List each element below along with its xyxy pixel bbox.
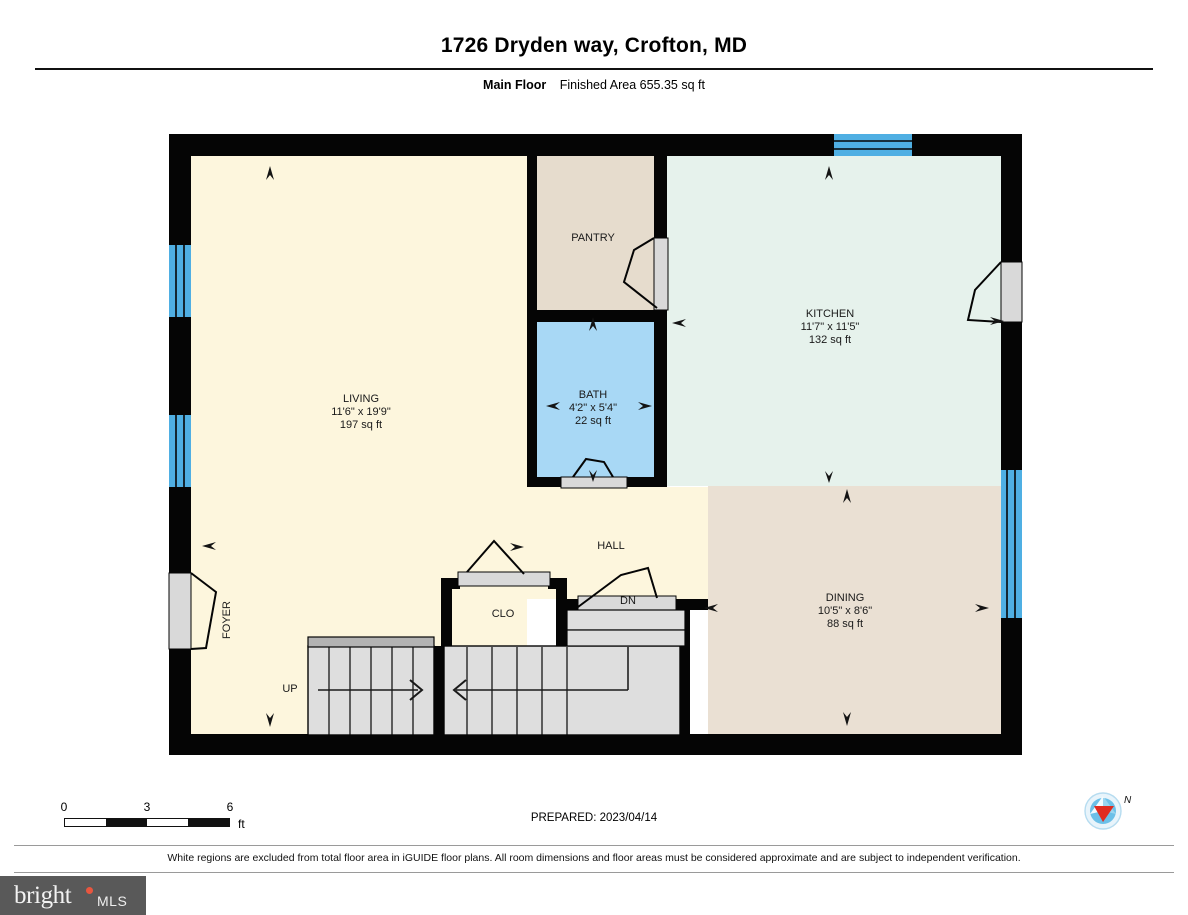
disclaimer-text: White regions are excluded from total fl… [167, 852, 1021, 864]
title-divider [35, 68, 1153, 70]
page-title: 1726 Dryden way, Crofton, MD [440, 34, 748, 57]
scale-unit-label: ft [238, 817, 245, 831]
door-closet [457, 539, 551, 587]
room-dimensions-kitchen: 11'7" x 11'5" [801, 321, 860, 333]
room-dimensions-living: 11'6" x 19'9" [331, 406, 391, 418]
viewpoint-dining-bottom [843, 712, 851, 726]
wall-stair-right [680, 599, 690, 735]
scale-seg-4 [188, 819, 229, 826]
prepared-date: PREPARED: 2023/04/14 [530, 812, 658, 824]
space-label-hall: HALL [597, 540, 625, 552]
stairs [307, 609, 686, 736]
room-area-dining: 88 sq ft [827, 618, 863, 630]
space-label-pantry: PANTRY [571, 232, 615, 244]
room-name-kitchen: KITCHEN [806, 308, 854, 320]
viewpoint-living-left [202, 542, 216, 550]
room-dimensions-dining: 10'5" x 8'6" [818, 605, 872, 617]
wall-right [1001, 134, 1022, 755]
footer-divider-top [14, 845, 1174, 846]
wall-top [169, 134, 1022, 156]
stairs-down [443, 609, 686, 736]
scale-bar: 0 3 6 ft [60, 800, 260, 840]
brand-suffix: MLS [97, 893, 128, 909]
windows [169, 134, 1022, 618]
room-name-living: LIVING [343, 393, 379, 405]
doors [168, 237, 1023, 650]
window-dining-right [1001, 470, 1022, 618]
door-kitchen-exterior [966, 261, 1023, 323]
scale-bar-track [64, 818, 230, 827]
wall-pantry-bath [527, 310, 667, 322]
scale-seg-2 [106, 819, 147, 826]
floor-name: Main Floor [483, 78, 547, 92]
scale-tick-labels: 0 3 6 [60, 800, 260, 815]
viewpoint-kitchen-left [672, 319, 686, 327]
door-pantry [622, 237, 669, 311]
space-label-foyer: FOYER [221, 601, 233, 639]
viewpoint-dining-right [975, 604, 989, 612]
compass-rose-icon: N [1084, 792, 1132, 830]
space-label-closet: CLO [492, 608, 515, 620]
viewpoint-dining-top [843, 489, 851, 503]
viewpoint-kitchen-bottom [825, 471, 833, 483]
viewpoint-living-top [266, 166, 274, 180]
wall-stair-divider [434, 646, 444, 735]
room-name-dining: DINING [826, 592, 865, 604]
window-living-upper [169, 245, 191, 317]
space-labels: PANTRY HALL CLO DN UP FOYER [221, 232, 636, 695]
scale-tick-0: 0 [60, 800, 68, 814]
viewpoint-dining-left [704, 604, 718, 612]
wall-closet-top-right [548, 578, 567, 589]
footer-divider-bottom [14, 872, 1174, 873]
viewpoint-kitchen-top [825, 166, 833, 180]
viewpoint-markers [202, 166, 1004, 727]
room-labels: LIVING 11'6" x 19'9" 197 sq ft KITCHEN 1… [331, 308, 872, 630]
scale-tick-3: 3 [143, 800, 151, 814]
compass-north-label: N [1124, 795, 1132, 806]
room-area-living: 197 sq ft [340, 419, 382, 431]
room-dimensions-bath: 4'2" x 5'4" [569, 402, 617, 414]
space-label-up: UP [282, 683, 297, 695]
room-name-bath: BATH [579, 389, 608, 401]
viewpoint-hall-closet [510, 543, 524, 551]
viewpoint-bath-right [638, 402, 652, 410]
room-fills [191, 156, 1001, 734]
floor-subtitle: Main Floor Finished Area 655.35 sq ft [0, 78, 1188, 92]
scale-tick-6: 6 [226, 800, 234, 814]
viewpoint-bath-top [589, 317, 597, 331]
finished-area-text: Finished Area 655.35 sq ft [559, 78, 705, 92]
space-label-down: DN [620, 595, 636, 607]
window-living-lower [169, 415, 191, 487]
window-kitchen-top [834, 134, 912, 156]
wall-closet-right [556, 578, 567, 657]
viewpoint-living-bottom [266, 713, 274, 727]
bright-mls-logo: bright MLS [0, 876, 146, 915]
wall-bottom [169, 734, 1022, 755]
wall-hall-dining [680, 599, 708, 610]
pantry-floor [536, 156, 654, 310]
viewpoint-bath-down [589, 470, 597, 482]
brand-dot-icon [86, 887, 93, 894]
brand-wordmark: bright [14, 882, 72, 909]
door-foyer-entry [168, 572, 218, 650]
viewpoint-bath-left [546, 402, 560, 410]
kitchen-floor [667, 156, 1001, 486]
wall-closet-top-left [441, 578, 460, 589]
wall-closet-left [441, 578, 452, 657]
viewpoint-kitchen-right [990, 317, 1004, 325]
stairs-up [307, 636, 435, 736]
room-area-bath: 22 sq ft [575, 415, 611, 427]
bath-floor [536, 322, 654, 477]
room-area-kitchen: 132 sq ft [809, 334, 851, 346]
dining-floor [708, 486, 1001, 734]
